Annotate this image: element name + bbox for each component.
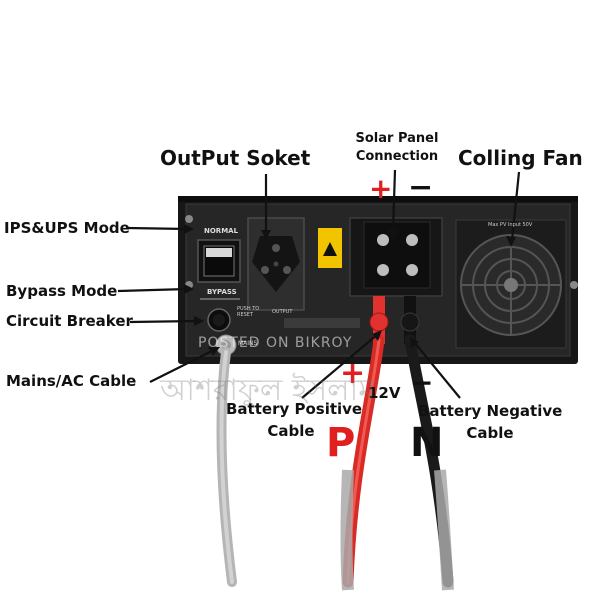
fan-spec-label: Max PV Input 50V	[488, 222, 533, 228]
solar-panel-label: Solar Panel Connection	[354, 130, 440, 166]
battery-positive-label-line1: Battery Positive	[226, 400, 363, 418]
ips-ups-mode-label: IPS&UPS Mode	[4, 219, 130, 237]
solar-panel-label-line2: Connection	[355, 149, 439, 164]
mains-ac-cable-label: Mains/AC Cable	[6, 372, 137, 390]
battery-negative-label-line2: Cable	[466, 424, 514, 442]
bangla-watermark: আশরাফুল ইসলাম	[160, 373, 375, 408]
battery-plus-sign: +	[340, 356, 366, 391]
bypass-panel-label: BYPASS	[207, 288, 237, 296]
battery-negative-label: Battery Negative Cable	[418, 400, 562, 444]
posted-watermark: POSTED ON BIKROY	[198, 335, 353, 351]
cooling-fan-label: Colling Fan	[458, 146, 583, 170]
solar-plus-sign: +	[369, 172, 393, 205]
solar-panel-label-line1: Solar Panel	[355, 131, 439, 146]
output-socket-label: OutPut Soket	[160, 146, 311, 170]
p-marker: P	[326, 420, 356, 466]
output-panel-label: OUTPUT	[272, 309, 293, 315]
bypass-mode-label: Bypass Mode	[6, 282, 118, 300]
battery-positive-label-line2: Cable	[267, 422, 315, 440]
n-marker: N	[410, 420, 444, 466]
push-reset-label: PUSH TO RESET	[237, 306, 260, 318]
battery-positive-label: Battery Positive Cable	[226, 398, 363, 442]
circuit-breaker-label: Circuit Breaker	[6, 312, 133, 330]
voltage-label: 12V	[368, 384, 401, 402]
switch-label: NORMAL	[204, 227, 239, 235]
mains-panel-label: MAINS	[238, 340, 258, 347]
battery-minus-sign: −	[410, 366, 434, 399]
solar-minus-sign: −	[408, 170, 434, 205]
pointer-arrowheads	[184, 224, 516, 356]
battery-negative-label-line1: Battery Negative	[418, 402, 563, 420]
pointer-arrows	[117, 169, 521, 399]
